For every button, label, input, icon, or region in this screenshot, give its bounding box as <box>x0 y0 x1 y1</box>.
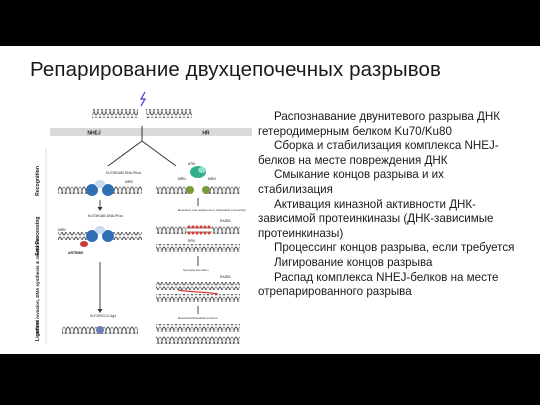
svg-text:KU70/KU80 DNA-PKcs: KU70/KU80 DNA-PKcs <box>88 214 123 218</box>
slide-title: Репарирование двухцепочечных разрывов <box>30 58 441 81</box>
synapsis-note: Synapsis formation <box>183 268 209 272</box>
svg-text:Strand invasion, DNA synthesis: Strand invasion, DNA synthesis & resolut… <box>35 237 40 335</box>
hr-strand-invasion: RAD51 <box>156 275 240 302</box>
rad51-icon <box>187 225 211 235</box>
hr-end-processing: RAD51 RPA <box>156 219 240 252</box>
svg-text:KU70/KU80 DNA-PKcs: KU70/KU80 DNA-PKcs <box>106 171 141 175</box>
pathway-hr-label: HR <box>202 131 210 137</box>
branch-arrow-left <box>107 140 143 167</box>
svg-text:RPA: RPA <box>188 239 195 243</box>
nhej-recognition: KU70/KU80 DNA-PKcs MRN <box>58 171 142 196</box>
svg-text:ATM: ATM <box>188 162 195 166</box>
stage-label-ligation: Ligation <box>35 321 41 341</box>
svg-text:XLF/XRCC4 Lig4: XLF/XRCC4 Lig4 <box>90 314 116 318</box>
svg-text:MRN: MRN <box>208 177 216 181</box>
slide: Репарирование двухцепочечных разрывов Re… <box>0 46 540 354</box>
step-text-7: Распад комплекса NHEJ-белков на месте от… <box>258 270 499 299</box>
hr-recognition: ATM MRN MRN <box>156 162 240 194</box>
step-text-1: Распознавание двунитевого разрыва ДНК ге… <box>258 110 501 138</box>
dna-broken-right <box>146 109 192 118</box>
resection-note: Resection and replacement, Nucleotide pr… <box>178 208 246 212</box>
resolution-note: Resolution/Dissolution factors <box>178 316 218 320</box>
repair-steps-text: Распознавание двунитевого разрыва ДНК ге… <box>258 110 520 300</box>
step-text-4: Активация киназной активности ДНК-зависи… <box>258 197 494 240</box>
stage-label-recognition: Recognition <box>35 166 41 196</box>
ligase-icon <box>96 326 104 334</box>
svg-text:ARTEMIS: ARTEMIS <box>68 251 84 255</box>
dsb-lightning-icon <box>139 91 147 107</box>
step-text-2: Сборка и стабилизация комплекса NHEJ-бел… <box>258 139 499 167</box>
nhej-end-processing: KU70/KU80 DNA-PKcs MRN ARTEMIS <box>58 214 142 255</box>
svg-text:MRN: MRN <box>125 180 133 184</box>
ku-complex-icon <box>86 184 98 196</box>
svg-text:RAD51: RAD51 <box>220 275 231 279</box>
dsb-repair-diagram: Recognition End Processing Strand invasi… <box>28 86 258 351</box>
stage-label-strand-invasion: Strand invasion, DNA synthesis & resolut… <box>35 237 40 335</box>
pathway-nhej-label: NHEJ <box>87 131 101 137</box>
branch-arrow-right <box>141 140 177 167</box>
nhej-ligation: XLF/XRCC4 Lig4 <box>62 314 138 334</box>
pathway-header <box>50 128 252 136</box>
svg-text:MRN: MRN <box>58 228 66 232</box>
dna-broken-left <box>92 109 138 118</box>
step-text-3: Смыкание концов разрыва и их стабилизаци… <box>258 168 444 196</box>
step-text-5: Процессинг концов разрыва, если требуетс… <box>274 241 515 255</box>
svg-text:Ligation: Ligation <box>35 321 41 341</box>
step-text-6: Лигирование концов разрыва <box>274 255 433 269</box>
hr-resolution <box>156 324 240 344</box>
stage-label-end-processing: End Processing <box>35 216 41 255</box>
artemis-icon <box>80 241 88 247</box>
svg-text:MRN: MRN <box>178 177 186 181</box>
mrn-icon <box>186 186 194 194</box>
svg-text:RAD51: RAD51 <box>220 219 231 223</box>
svg-text:End Processing: End Processing <box>35 216 41 255</box>
svg-text:Recognition: Recognition <box>35 166 41 196</box>
